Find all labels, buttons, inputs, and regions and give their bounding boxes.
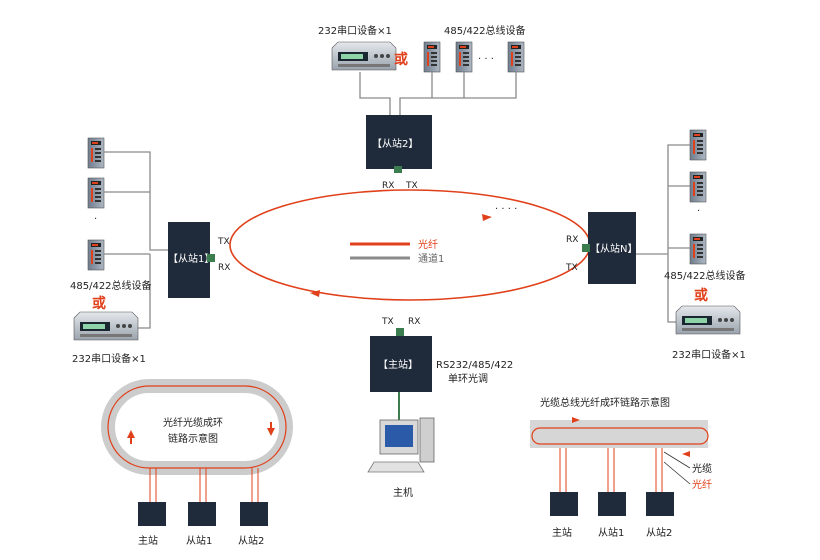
left-tx: TX — [217, 237, 230, 247]
top-rx: RX — [382, 181, 394, 191]
ring-node-2 — [188, 502, 216, 526]
bus-node-2 — [598, 492, 626, 516]
bus-node-label-2: 从站1 — [598, 526, 624, 539]
ring-arrow-top — [482, 214, 492, 221]
ring-title-2: 链路示意图 — [168, 432, 218, 445]
bus-node-3 — [646, 492, 674, 516]
host-computer-icon — [367, 417, 435, 473]
right-dev-dots: · — [697, 206, 700, 217]
master-station-box — [370, 336, 432, 392]
host-label: 主机 — [393, 486, 413, 499]
left-station-box — [168, 222, 210, 298]
left-meter — [73, 311, 139, 341]
bus-drops — [559, 448, 663, 492]
bus-title: 光缆总线光纤成环链路示意图 — [540, 396, 670, 409]
top-dev-2 — [455, 41, 473, 73]
bus-node-1 — [550, 492, 578, 516]
master-station-label: 【主站】 — [378, 358, 418, 371]
ring-dots: · · · · — [495, 204, 517, 215]
master-tx: TX — [381, 317, 394, 327]
master-rx: RX — [408, 317, 420, 327]
bus-fiber — [531, 427, 709, 445]
ring-node-1 — [138, 502, 166, 526]
ring-down-arrow — [267, 422, 275, 436]
top-dev-dots: · · · — [478, 54, 494, 65]
bus-node-label-1: 主站 — [552, 526, 572, 539]
bus-node-label-3: 从站2 — [646, 526, 672, 539]
top-port — [394, 166, 402, 173]
left-port — [207, 254, 215, 262]
right-dev-1 — [689, 129, 707, 161]
ring-arrow-bottom — [310, 290, 320, 297]
right-rx: RX — [566, 235, 578, 245]
right-tx: TX — [565, 263, 578, 273]
right-rs232-label: 232串口设备×1 — [672, 348, 746, 361]
bus-cable-label: 光缆 — [692, 462, 712, 475]
bus-fiber-label: 光纤 — [692, 478, 712, 491]
bus-cable — [530, 420, 708, 448]
ring-node-label-2: 从站1 — [186, 534, 212, 547]
top-dev-3 — [507, 41, 525, 73]
top-rs232-label: 232串口设备×1 — [318, 24, 392, 37]
ring-title-1: 光纤光缆成环 — [163, 416, 223, 429]
ring-fiber — [107, 385, 287, 469]
left-or: 或 — [92, 295, 106, 312]
top-or: 或 — [394, 51, 408, 68]
left-485-label: 485/422总线设备 — [70, 279, 152, 292]
left-wires — [104, 151, 168, 329]
top-485-label: 485/422总线设备 — [444, 24, 526, 37]
ring-up-arrow — [127, 430, 135, 444]
left-dev-dots: · — [94, 214, 97, 225]
top-station-box — [366, 115, 432, 169]
top-station-label: 【从站2】 — [372, 137, 418, 150]
right-dev-2 — [689, 171, 707, 203]
ring-node-3 — [240, 502, 268, 526]
top-dev-1 — [423, 41, 441, 73]
right-meter — [675, 305, 741, 335]
left-dev-1 — [87, 137, 105, 169]
right-485-label: 485/422总线设备 — [664, 269, 746, 282]
left-rs232-label: 232串口设备×1 — [72, 352, 146, 365]
bus-arrow-right — [572, 417, 580, 423]
master-desc1: RS232/485/422 — [436, 360, 513, 371]
master-desc2: 单环光调 — [448, 372, 488, 385]
ring-node-label-3: 从站2 — [238, 534, 264, 547]
right-or: 或 — [694, 287, 708, 304]
bus-arrow-left — [682, 451, 690, 457]
right-dev-3 — [689, 233, 707, 265]
top-wires — [359, 72, 517, 115]
legend-fiber-label: 光纤 — [418, 238, 438, 251]
master-port — [396, 328, 404, 336]
left-dev-3 — [87, 239, 105, 271]
left-dev-2 — [87, 177, 105, 209]
top-tx: TX — [405, 181, 418, 191]
right-station-label: 【从站N】 — [590, 242, 637, 255]
top-meter — [331, 41, 397, 71]
right-station-box — [588, 212, 636, 284]
ring-drops — [149, 468, 259, 502]
legend-channel-label: 通道1 — [418, 252, 444, 265]
ring-node-label-1: 主站 — [138, 534, 158, 547]
right-port — [582, 244, 590, 252]
left-station-label: 【从站1】 — [168, 252, 214, 265]
bus-callouts — [663, 451, 691, 485]
right-wires — [634, 144, 690, 323]
left-rx: RX — [218, 263, 230, 273]
